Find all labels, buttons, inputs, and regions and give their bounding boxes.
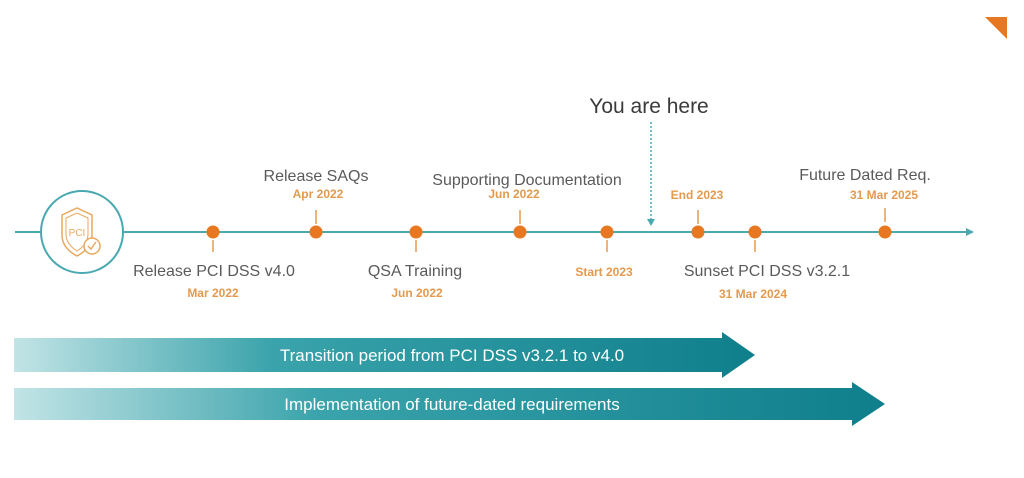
axis-arrowhead-icon (966, 228, 974, 236)
shield-icon (61, 207, 93, 257)
milestone-title: Future Dated Req. (799, 167, 931, 184)
milestone: Future Dated Req. 31 Mar 2025 (799, 167, 931, 239)
milestone-dot (878, 225, 892, 239)
milestone-dot (409, 225, 423, 239)
milestone-dot (309, 225, 323, 239)
check-circle-icon (83, 237, 101, 255)
milestone: Release SAQs Apr 2022 (264, 168, 369, 239)
band-label: Implementation of future-dated requireme… (284, 395, 619, 414)
milestone-title: Supporting Documentation (432, 172, 621, 189)
milestone-date: Start 2023 (575, 265, 633, 279)
milestone-date: End 2023 (671, 188, 724, 202)
milestone-date: Jun 2022 (488, 187, 540, 201)
future-dated-band: Implementation of future-dated requireme… (14, 382, 885, 426)
pci-logo: PCI (40, 190, 124, 274)
milestone: Sunset PCI DSS v3.2.1 31 Mar 2024 (684, 225, 850, 301)
milestone-date: Mar 2022 (187, 286, 239, 300)
you-are-here-label: You are here (589, 95, 709, 118)
milestone-dot (600, 225, 614, 239)
milestone-title: Release PCI DSS v4.0 (133, 263, 295, 280)
milestone: QSA Training Jun 2022 (368, 225, 462, 300)
milestone-date: Apr 2022 (293, 187, 344, 201)
band-label: Transition period from PCI DSS v3.2.1 to… (280, 346, 624, 365)
milestone: Release PCI DSS v4.0 Mar 2022 (133, 225, 295, 300)
milestone-title: QSA Training (368, 263, 462, 280)
milestone-date: 31 Mar 2024 (719, 287, 787, 301)
milestone-date: Jun 2022 (391, 286, 443, 300)
milestone-title: Release SAQs (264, 168, 369, 185)
milestone-date: 31 Mar 2025 (850, 188, 918, 202)
corner-triangle-icon (985, 17, 1007, 39)
milestone-dot (748, 225, 762, 239)
milestone-dot (206, 225, 220, 239)
milestone: End 2023 (671, 188, 724, 239)
transition-period-band: Transition period from PCI DSS v3.2.1 to… (14, 332, 755, 378)
milestone: Supporting Documentation Jun 2022 (432, 172, 622, 239)
milestone-title: Sunset PCI DSS v3.2.1 (684, 263, 850, 280)
logo-text: PCI (69, 228, 86, 239)
pointer-arrow-icon (647, 219, 655, 226)
milestone-dot (691, 225, 705, 239)
milestone: Start 2023 (575, 225, 633, 279)
milestone-dot (513, 225, 527, 239)
